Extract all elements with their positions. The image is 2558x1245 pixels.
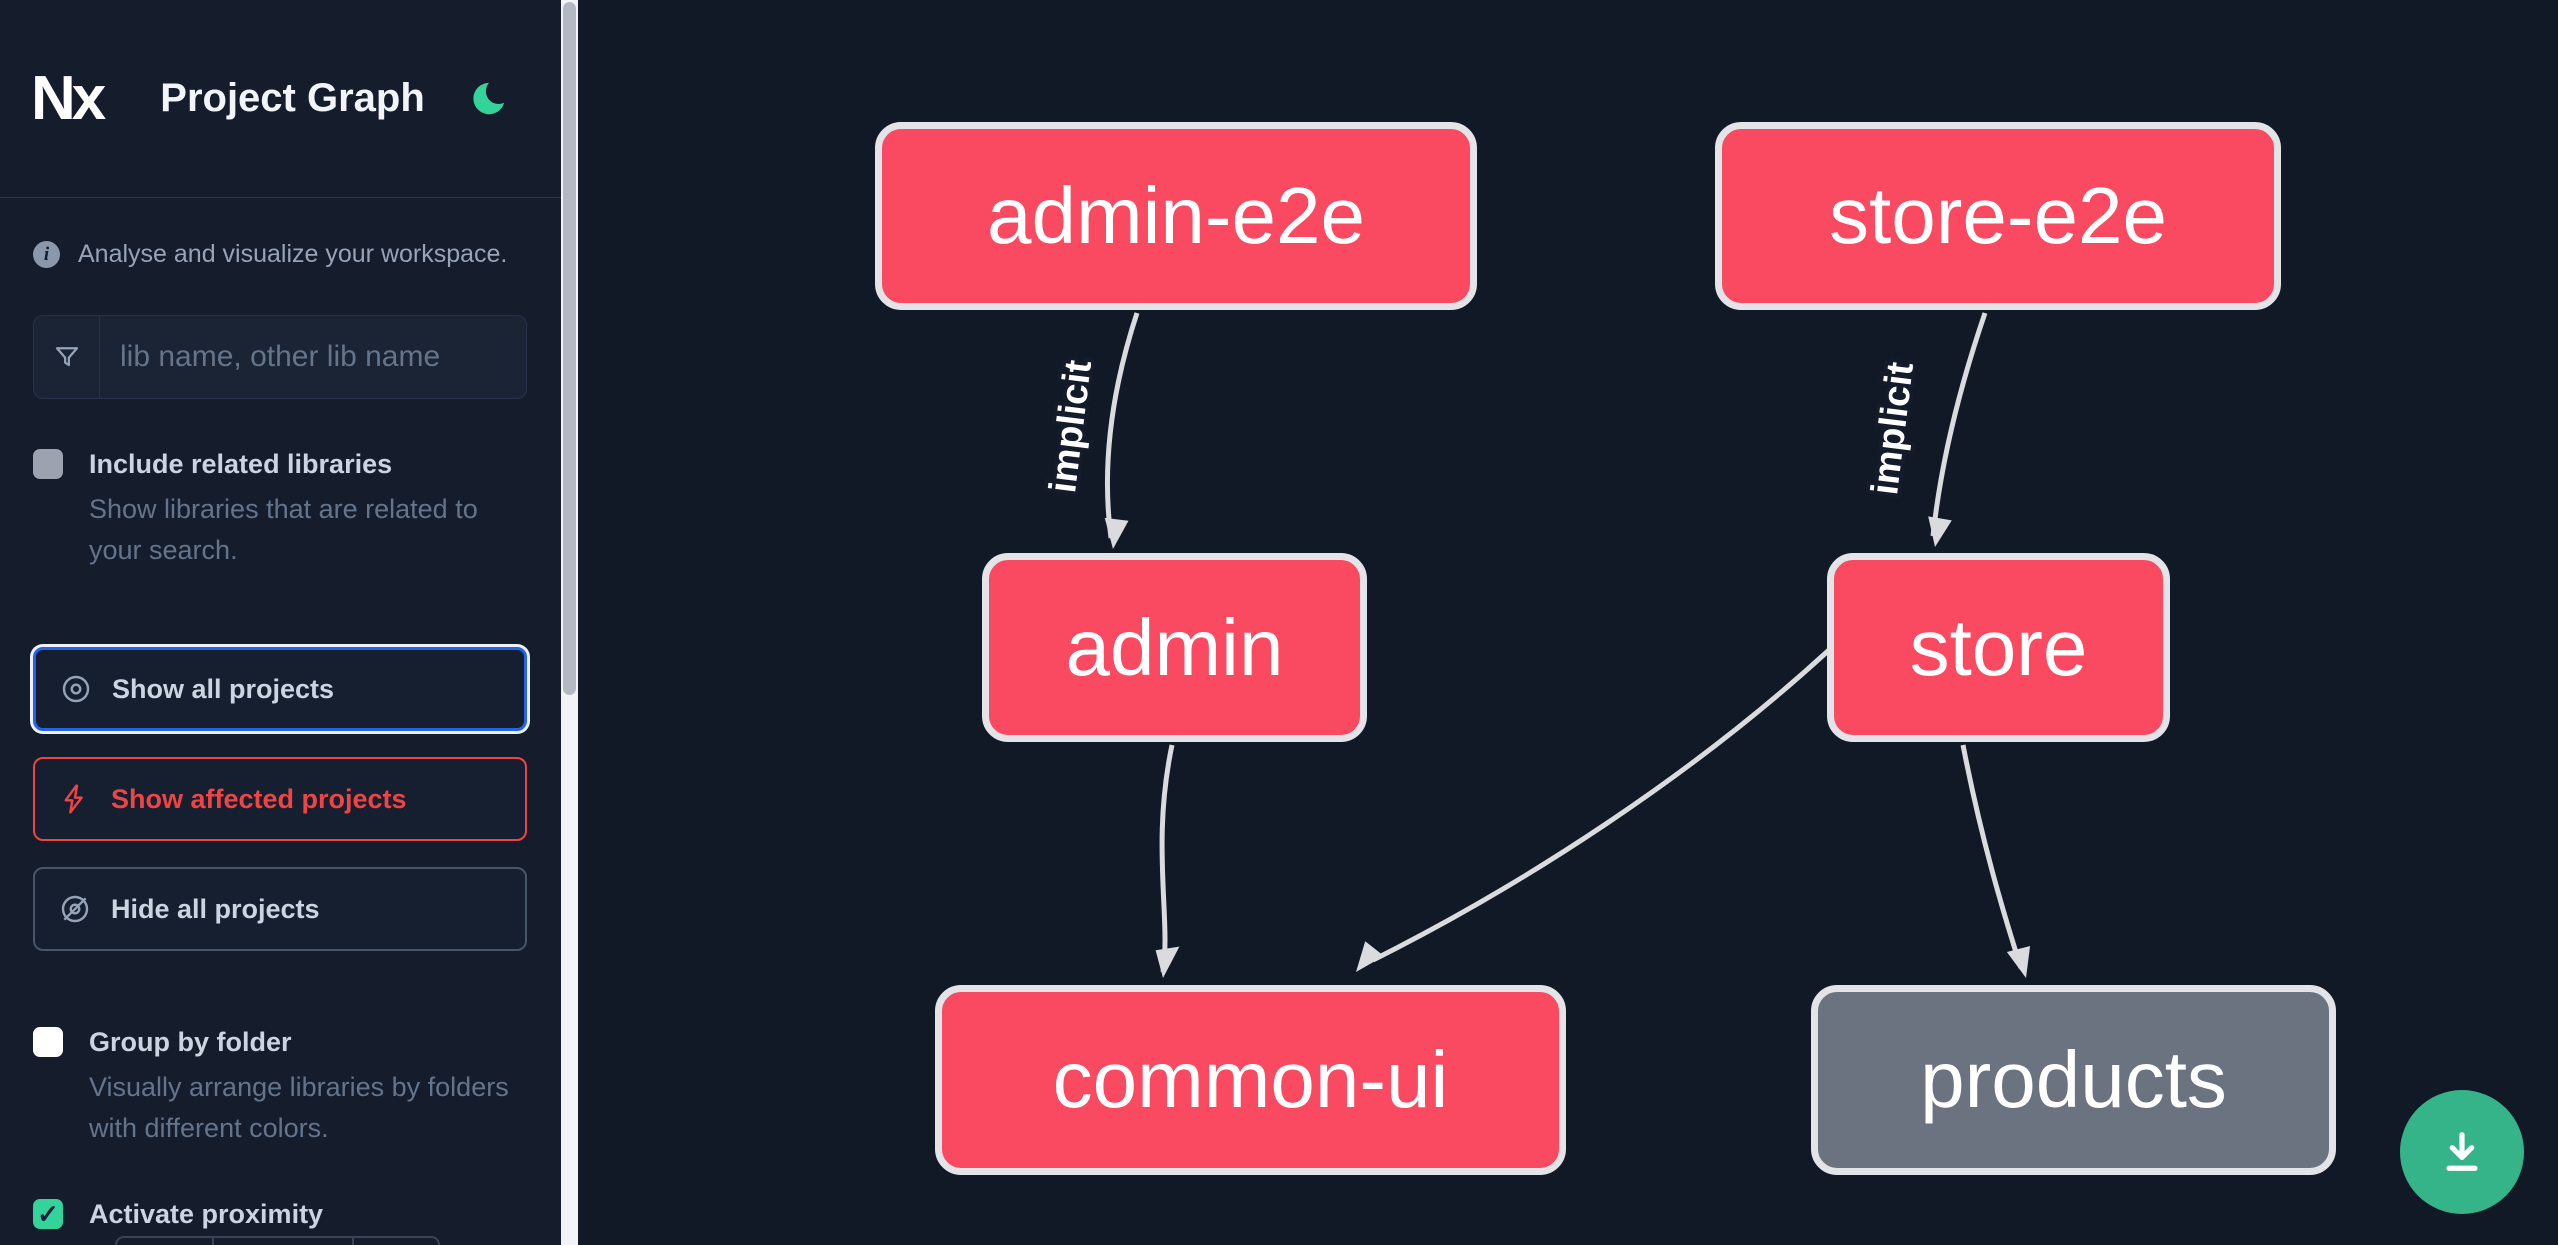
- arrowhead: [1104, 517, 1129, 549]
- include-related-checkbox[interactable]: [33, 449, 63, 479]
- stepper-value: [212, 1238, 352, 1245]
- eye-off-icon: [61, 895, 89, 923]
- sidebar-scrollbar-track[interactable]: [561, 0, 578, 1245]
- show-all-projects-button[interactable]: Show all projects: [33, 647, 527, 731]
- show-affected-projects-button[interactable]: Show affected projects: [33, 757, 527, 841]
- project-visibility-buttons: Show all projects Show affected projects…: [33, 647, 528, 951]
- include-related-label: Include related libraries: [89, 449, 393, 479]
- proximity-depth-stepper[interactable]: [115, 1236, 440, 1245]
- graph-node-admin[interactable]: admin: [982, 553, 1367, 742]
- arrowhead: [1928, 516, 1952, 547]
- download-icon: [2446, 1132, 2478, 1171]
- include-related-row: Include related libraries Show libraries…: [0, 445, 561, 571]
- arrowhead: [1356, 941, 1384, 972]
- graph-node-store-e2e[interactable]: store-e2e: [1715, 122, 2281, 310]
- edge-admin-e2e-admin: [1104, 312, 1140, 539]
- sidebar-header: Nx Project Graph: [0, 0, 561, 198]
- stepper-decrement[interactable]: [117, 1238, 212, 1245]
- edge-admin-common-ui: [1159, 744, 1175, 973]
- info-icon: i: [33, 241, 60, 268]
- show-affected-projects-label: Show affected projects: [111, 783, 407, 814]
- graph-node-common-ui[interactable]: common-ui: [935, 985, 1566, 1175]
- activate-proximity-label: Activate proximity: [89, 1199, 324, 1229]
- arrowhead: [2006, 946, 2031, 978]
- edge-arrowheads: [1104, 516, 2031, 978]
- show-all-projects-label: Show all projects: [112, 673, 335, 704]
- include-related-description: Show libraries that are related to your …: [89, 494, 478, 565]
- nx-logo: Nx: [31, 63, 106, 133]
- edge-store-e2e-store: [1930, 312, 1988, 537]
- graph-node-products[interactable]: products: [1811, 985, 2336, 1175]
- group-by-folder-label: Group by folder: [89, 1027, 292, 1057]
- edge-store-common-ui: [1371, 648, 1831, 963]
- stepper-increment[interactable]: [352, 1238, 438, 1245]
- eye-icon: [62, 675, 90, 703]
- group-by-folder-description: Visually arrange libraries by folders wi…: [89, 1072, 509, 1143]
- save-image-button[interactable]: [2400, 1090, 2524, 1214]
- activate-proximity-checkbox[interactable]: ✓: [33, 1199, 63, 1229]
- sidebar-scrollbar-thumb[interactable]: [563, 2, 576, 695]
- workspace-tagline-row: i Analyse and visualize your workspace.: [0, 240, 561, 269]
- bolt-icon: [64, 784, 83, 814]
- graph-node-store[interactable]: store: [1827, 553, 2170, 742]
- arrowhead: [1155, 946, 1180, 978]
- search-box: [33, 315, 527, 399]
- activate-proximity-row: ✓ Activate proximity Explore connected l…: [0, 1195, 561, 1245]
- project-graph-canvas[interactable]: implicit implicit admin-e2e store-e2e ad…: [578, 0, 2558, 1245]
- sidebar: Nx Project Graph i Analyse and visualize…: [0, 0, 561, 1245]
- graph-node-admin-e2e[interactable]: admin-e2e: [875, 122, 1477, 310]
- group-by-folder-row: Group by folder Visually arrange librari…: [0, 1023, 561, 1149]
- edge-label-implicit: implicit: [1864, 360, 1922, 497]
- graph-edges-layer: implicit implicit: [1038, 312, 2031, 978]
- hide-all-projects-label: Hide all projects: [111, 893, 320, 924]
- search-input[interactable]: [100, 316, 526, 398]
- filter-icon: [34, 316, 100, 398]
- edge-store-products: [1960, 744, 2024, 969]
- hide-all-projects-button[interactable]: Hide all projects: [33, 867, 527, 951]
- workspace-tagline: Analyse and visualize your workspace.: [78, 240, 508, 268]
- group-by-folder-checkbox[interactable]: [33, 1027, 63, 1057]
- edge-label-implicit: implicit: [1042, 358, 1100, 495]
- dark-mode-toggle-moon-icon[interactable]: [469, 80, 507, 118]
- page-title: Project Graph: [160, 76, 425, 120]
